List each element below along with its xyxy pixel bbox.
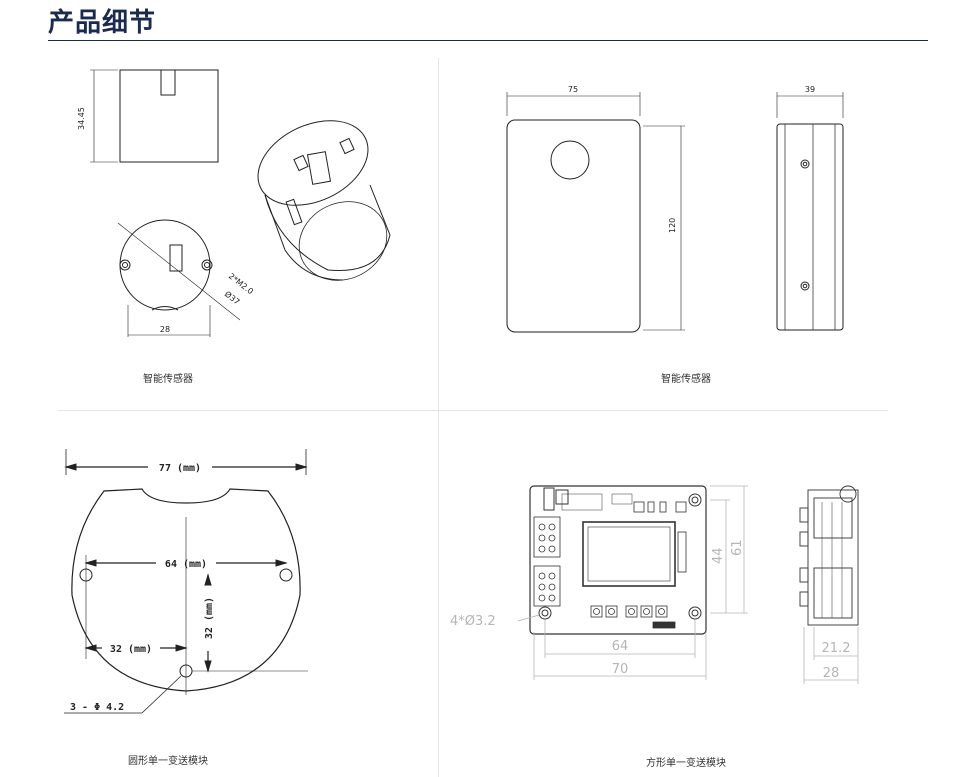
dim-hole-height-label: 44 — [711, 547, 726, 564]
horizontal-divider — [58, 410, 888, 411]
dim-hole-span-label: 64 — [612, 639, 629, 654]
panel-1-caption: 智能传感器 — [143, 374, 193, 385]
dim-half-span-label: 32 (mm) — [110, 644, 152, 655]
dim-height-label: 120 — [668, 218, 677, 233]
dim-height-label: 61 — [730, 539, 745, 556]
page-title: 产品细节 — [48, 8, 157, 38]
dim-height-label: 34.45 — [77, 107, 86, 130]
panel-2-caption: 智能传感器 — [661, 374, 711, 385]
panel-rect-sensor-drawing: 75 120 39 — [495, 78, 875, 348]
dim-overall-label: 77 (mm) — [159, 463, 201, 474]
title-underline — [48, 40, 928, 41]
vertical-divider — [438, 58, 439, 777]
panel-4-caption: 方形单一变送模块 — [646, 758, 726, 769]
panel-square-module-drawing: 44 61 64 70 4*Ø3.2 21.2 28 — [448, 472, 888, 692]
dim-diameter-label: Ø37 — [223, 289, 242, 307]
dim-width-label: 75 — [568, 85, 578, 94]
panel-round-module-drawing: 77 (mm) 64 (mm) 32 (mm) 32 (mm) 3 - Φ 4.… — [60, 445, 320, 720]
dim-holes-label: 4*Ø3.2 — [450, 614, 496, 629]
dim-vertical-label: 32 (mm) — [204, 597, 215, 639]
dim-depth-label: 39 — [805, 85, 815, 94]
dim-depth-inner-label: 21.2 — [822, 641, 851, 656]
dim-width-label: 70 — [612, 662, 629, 677]
dim-holes-span-label: 64 (mm) — [165, 559, 207, 570]
panel-3-caption: 圆形单一变送模块 — [128, 756, 208, 767]
dim-width-label: 28 — [160, 325, 170, 334]
dim-holes-label: 3 - Φ 4.2 — [70, 702, 124, 713]
dim-depth-label: 28 — [823, 666, 840, 681]
panel-round-sensor-drawing: 34.45 28 2*M2.0 Ø37 — [60, 55, 430, 355]
